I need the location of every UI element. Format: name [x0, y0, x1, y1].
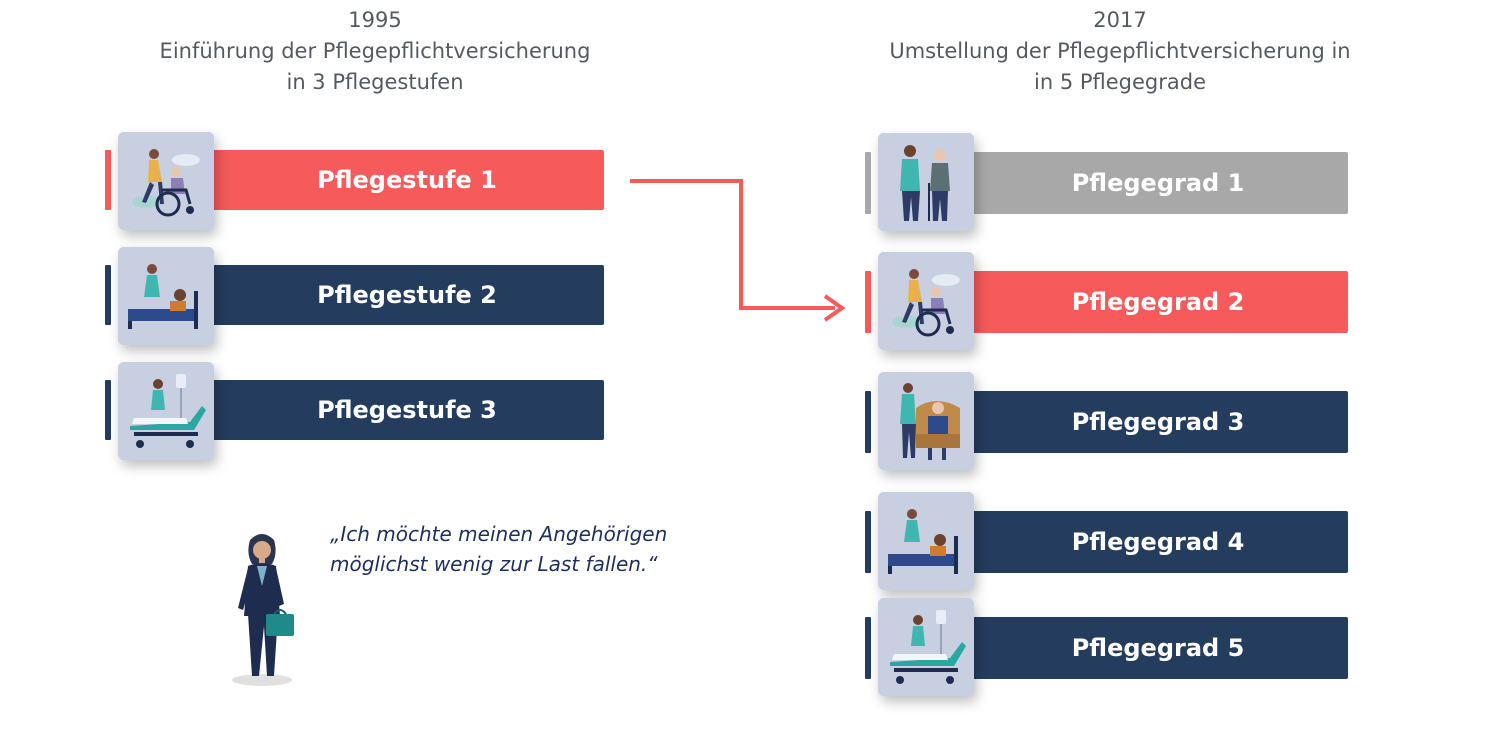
level-bar: Pflegegrad 3: [968, 391, 1348, 453]
quote-text: „Ich möchte meinen Angehörigen möglichst…: [330, 519, 667, 579]
level-bar: Pflegestufe 3: [210, 380, 604, 440]
left-title-line2: in 3 Pflegestufen: [286, 70, 464, 94]
level-bar: Pflegestufe 2: [210, 265, 604, 325]
row-accent: [105, 150, 111, 210]
right-title-line2: in 5 Pflegegrade: [1034, 70, 1206, 94]
row-accent: [865, 271, 871, 333]
right-heading: 2017 Umstellung der Pflegepflichtversich…: [860, 5, 1380, 98]
row-accent: [865, 617, 871, 679]
quote-line2: möglichst wenig zur Last fallen.“: [330, 552, 658, 576]
hospital-bed-icon: [878, 598, 974, 696]
level-bar: Pflegegrad 2: [968, 271, 1348, 333]
level-bar: Pflegegrad 1: [968, 152, 1348, 214]
row-accent: [865, 391, 871, 453]
row-accent: [105, 265, 111, 325]
right-title-line1: Umstellung der Pflegepflichtversicherung…: [889, 39, 1351, 63]
right-year: 2017: [1093, 8, 1147, 32]
wheelchair-caregiver-icon: [118, 132, 214, 230]
level-bar: Pflegegrad 5: [968, 617, 1348, 679]
left-year: 1995: [348, 8, 402, 32]
bedside-nurse-icon: [118, 247, 214, 345]
row-accent: [865, 152, 871, 214]
bedside-nurse-icon: [878, 492, 974, 590]
hospital-bed-icon: [118, 362, 214, 460]
armchair-nurse-icon: [878, 372, 974, 470]
wheelchair-caregiver-icon: [878, 252, 974, 350]
row-accent: [865, 511, 871, 573]
elderly-with-cane-icon: [878, 133, 974, 231]
level-bar: Pflegegrad 4: [968, 511, 1348, 573]
left-title-line1: Einführung der Pflegepflichtversicherung: [159, 39, 591, 63]
row-accent: [105, 380, 111, 440]
left-heading: 1995 Einführung der Pflegepflichtversich…: [100, 5, 650, 98]
transition-arrow-icon: [630, 179, 846, 322]
businesswoman-figure-icon: [232, 534, 294, 686]
level-bar: Pflegestufe 1: [210, 150, 604, 210]
quote-line1: „Ich möchte meinen Angehörigen: [330, 522, 668, 546]
